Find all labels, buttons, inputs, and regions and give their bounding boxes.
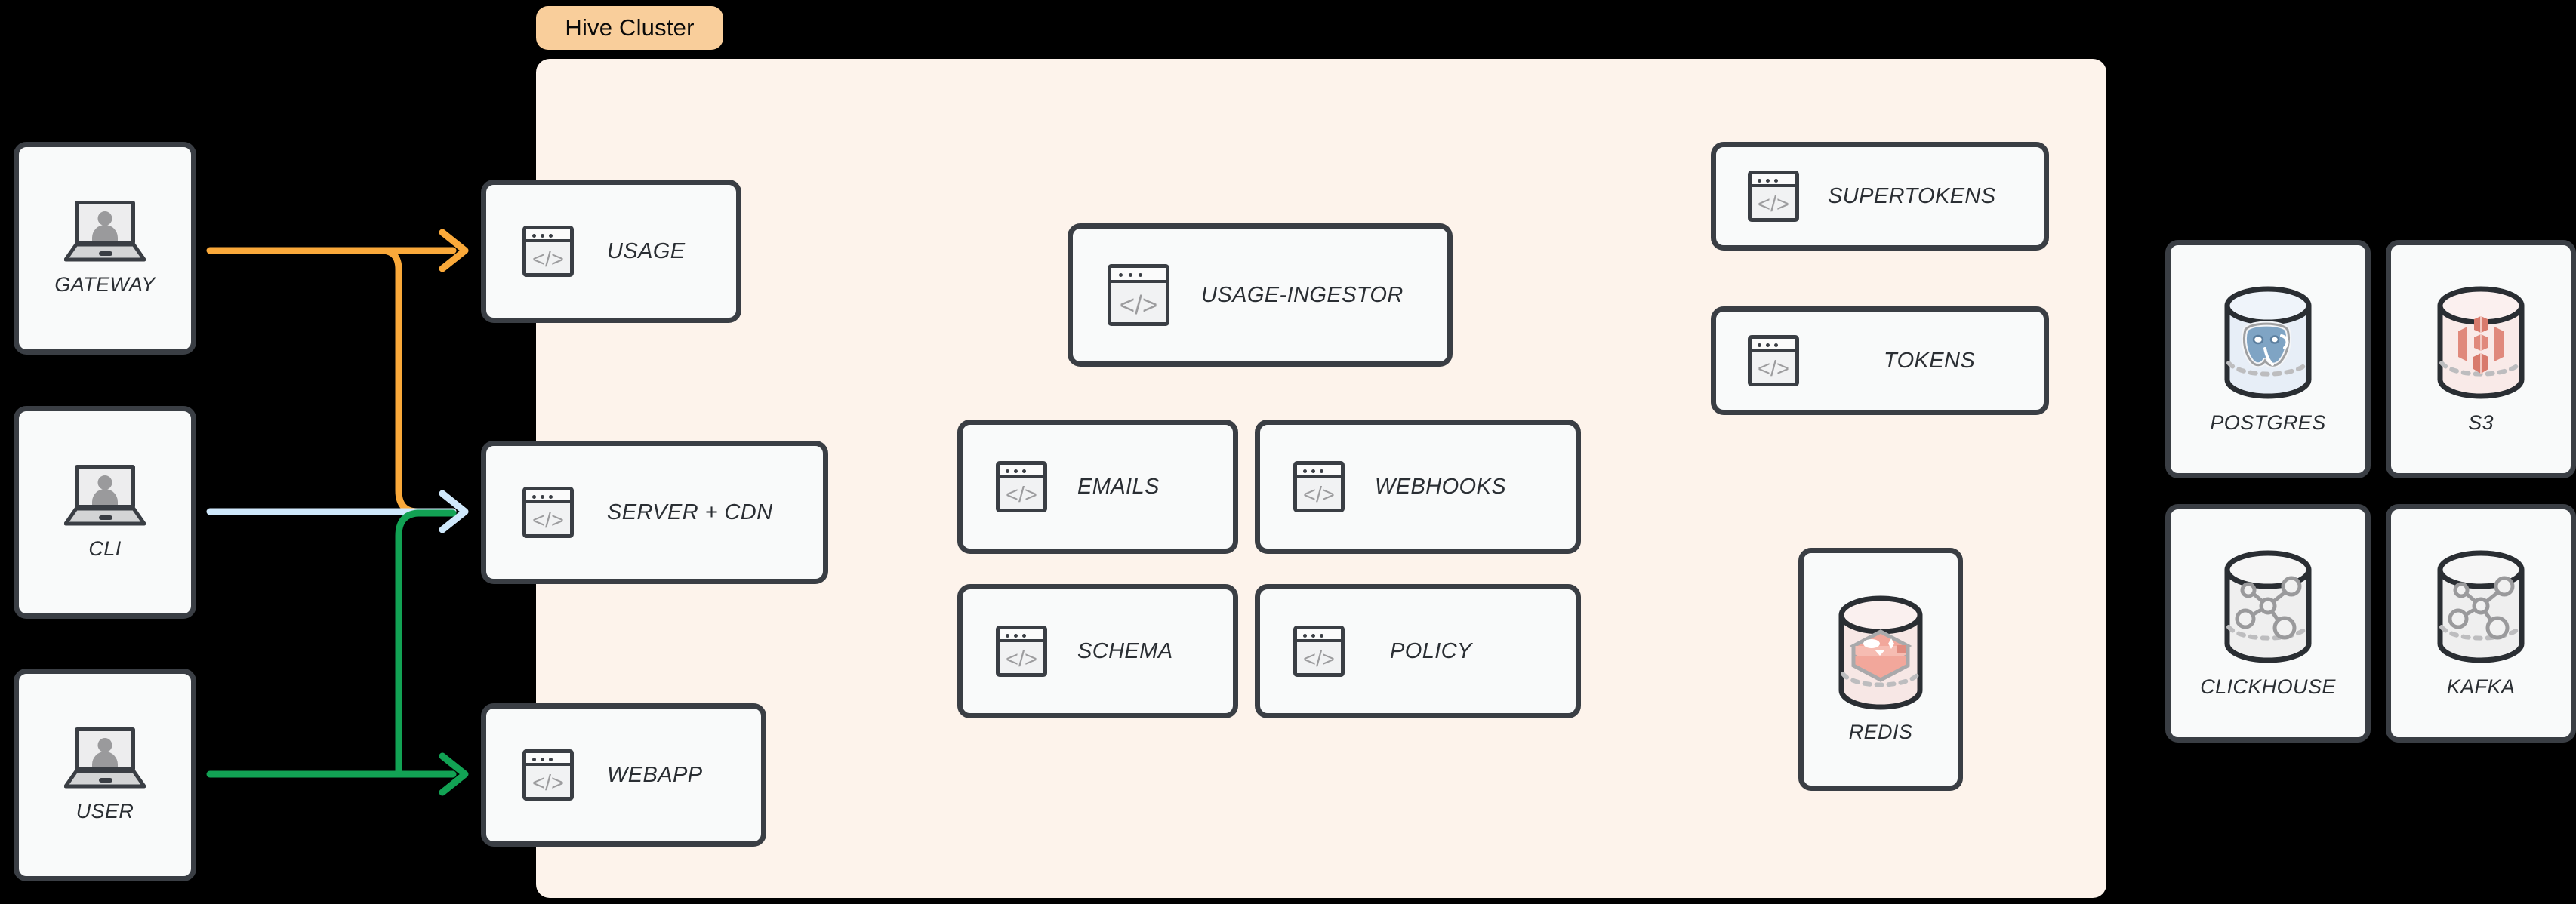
service-node-usage[interactable]: </> USAGE xyxy=(481,180,741,323)
service-node-webhooks[interactable]: </> WEBHOOKS xyxy=(1255,420,1581,554)
datastore-label: KAFKA xyxy=(2446,675,2516,698)
service-label: USAGE-INGESTOR xyxy=(1201,282,1404,307)
code-window-icon: </> xyxy=(1293,626,1345,677)
redis-database-icon xyxy=(1828,595,1934,710)
service-label: WEBHOOKS xyxy=(1375,474,1506,499)
code-glyph: </> xyxy=(532,248,564,272)
service-node-schema[interactable]: </> SCHEMA xyxy=(957,584,1238,718)
datastore-node-s3[interactable]: S3 xyxy=(2386,240,2576,478)
code-window-icon: </> xyxy=(522,487,574,538)
client-label: USER xyxy=(75,799,134,823)
hive-cluster-tag: Hive Cluster xyxy=(536,6,723,50)
datastore-node-kafka[interactable]: KAFKA xyxy=(2386,504,2576,743)
edge-user-server xyxy=(395,509,457,778)
code-glyph: </> xyxy=(1303,483,1335,507)
code-window-icon: </> xyxy=(1293,461,1345,512)
service-node-webapp[interactable]: </> WEBAPP xyxy=(481,703,766,847)
service-label: TOKENS xyxy=(1884,348,1976,373)
laptop-user-icon xyxy=(64,200,146,263)
laptop-user-icon xyxy=(64,464,146,527)
service-label: POLICY xyxy=(1390,638,1472,663)
code-window-icon: </> xyxy=(1748,335,1799,386)
client-node-gateway[interactable]: GATEWAY xyxy=(14,142,196,355)
datastore-label: REDIS xyxy=(1848,720,1913,743)
code-window-icon: </> xyxy=(996,461,1047,512)
graph-database-icon xyxy=(2212,549,2324,665)
service-label: WEBAPP xyxy=(607,762,703,787)
service-node-emails[interactable]: </> EMAILS xyxy=(957,420,1238,554)
service-label: EMAILS xyxy=(1077,474,1160,499)
service-label: SCHEMA xyxy=(1077,638,1173,663)
datastore-label: CLICKHOUSE xyxy=(2200,675,2336,698)
s3-database-icon xyxy=(2425,284,2537,401)
service-label: SUPERTOKENS xyxy=(1828,183,1996,208)
service-node-supertokens[interactable]: </> SUPERTOKENS xyxy=(1711,142,2049,251)
service-label: SERVER + CDN xyxy=(607,500,773,524)
arrowhead-usage xyxy=(439,229,469,272)
code-window-icon: </> xyxy=(1108,264,1169,326)
code-glyph: </> xyxy=(1006,647,1037,672)
code-window-icon: </> xyxy=(1748,171,1799,222)
graph-database-icon xyxy=(2425,549,2537,665)
service-label: USAGE xyxy=(607,238,686,263)
client-label: CLI xyxy=(88,537,122,560)
service-node-tokens[interactable]: </> TOKENS xyxy=(1711,306,2049,415)
service-node-server-cdn[interactable]: </> SERVER + CDN xyxy=(481,441,828,584)
code-glyph: </> xyxy=(1758,192,1789,217)
laptop-user-icon xyxy=(64,727,146,789)
client-node-user[interactable]: USER xyxy=(14,669,196,881)
service-node-policy[interactable]: </> POLICY xyxy=(1255,584,1581,718)
arrowhead-server xyxy=(439,490,469,533)
datastore-label: S3 xyxy=(2468,410,2494,434)
client-label: GATEWAY xyxy=(54,272,156,296)
service-node-usage-ingestor[interactable]: </> USAGE-INGESTOR xyxy=(1068,223,1453,367)
code-window-icon: </> xyxy=(522,749,574,801)
datastore-label: POSTGRES xyxy=(2210,410,2326,434)
code-window-icon: </> xyxy=(996,626,1047,677)
code-glyph: </> xyxy=(1303,647,1335,672)
code-window-icon: </> xyxy=(522,226,574,277)
arrowhead-webapp xyxy=(439,752,469,796)
client-node-cli[interactable]: CLI xyxy=(14,406,196,619)
datastore-node-postgres[interactable]: POSTGRES xyxy=(2165,240,2371,478)
code-glyph: </> xyxy=(1119,290,1158,320)
postgres-database-icon xyxy=(2212,284,2324,401)
code-glyph: </> xyxy=(1006,483,1037,507)
code-glyph: </> xyxy=(1758,357,1789,381)
edge-gateway-server xyxy=(344,247,457,515)
code-glyph: </> xyxy=(532,771,564,795)
code-glyph: </> xyxy=(532,509,564,533)
datastore-node-clickhouse[interactable]: CLICKHOUSE xyxy=(2165,504,2371,743)
datastore-node-redis[interactable]: REDIS xyxy=(1798,548,1963,791)
